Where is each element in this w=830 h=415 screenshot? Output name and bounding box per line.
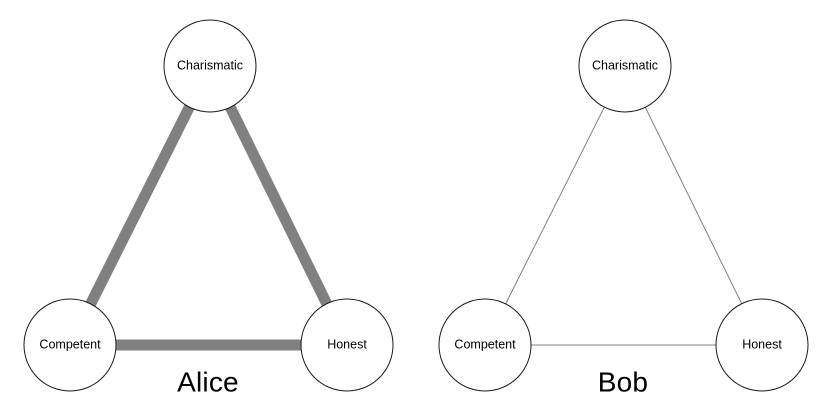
node-charismatic-label: Charismatic [177,58,243,72]
edge-charismatic-honest [224,103,333,308]
node-competent-label: Competent [39,337,101,351]
panel-alice: Charismatic Competent Honest Alice [23,19,394,397]
node-charismatic-label: Charismatic [592,58,658,72]
panel-alice-caption: Alice [177,366,239,397]
edge-charismatic-competent [85,103,195,308]
node-charismatic[interactable]: Charismatic [163,19,257,113]
alice-nodes: Charismatic Competent Honest [23,19,394,392]
node-honest-circle [715,298,809,392]
bob-edges [504,105,743,346]
panel-bob: Charismatic Competent Honest Bob [415,0,830,415]
node-competent[interactable]: Competent [23,298,117,392]
node-charismatic-circle [578,19,672,113]
node-competent-label: Competent [454,337,516,351]
node-honest[interactable]: Honest [300,298,394,392]
node-honest-label: Honest [742,337,782,351]
bob-graph: Charismatic Competent Honest Bob [438,19,809,397]
panel-bob-caption: Bob [598,366,648,397]
node-charismatic[interactable]: Charismatic [578,19,672,113]
bob-nodes: Charismatic Competent Honest [438,19,809,392]
edge-charismatic-honest [644,106,743,305]
alice-graph: Charismatic Competent Honest Alice [23,19,394,397]
node-competent-circle [438,298,532,392]
node-honest[interactable]: Honest [715,298,809,392]
node-honest-label: Honest [327,337,367,351]
alice-edges [85,103,333,351]
node-competent-circle [23,298,117,392]
node-competent[interactable]: Competent [438,298,532,392]
node-charismatic-circle [163,19,257,113]
edge-charismatic-competent [504,105,606,306]
node-honest-circle [300,298,394,392]
